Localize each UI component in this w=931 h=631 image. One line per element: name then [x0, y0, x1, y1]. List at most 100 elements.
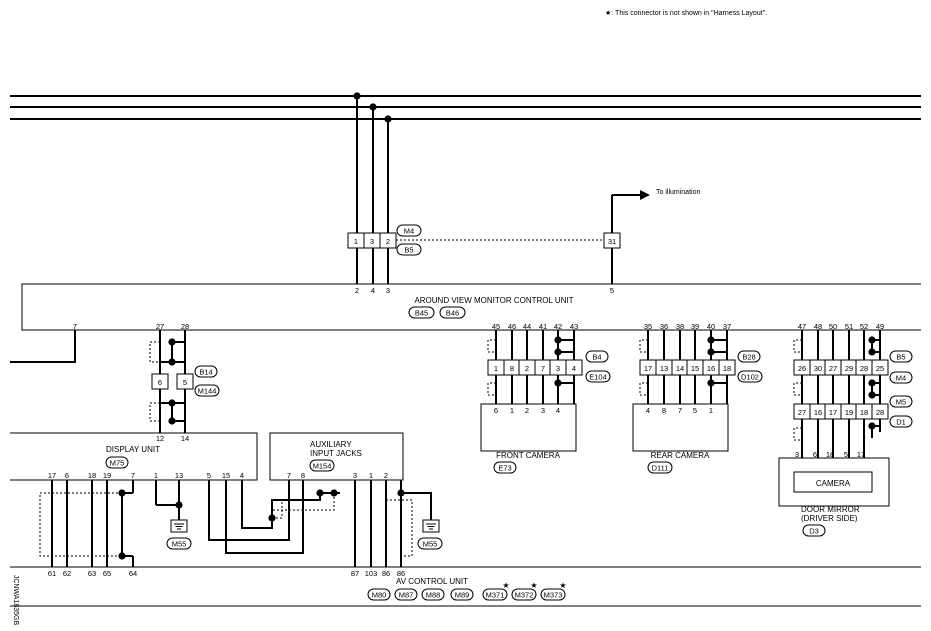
connector-E104: E104 [585, 370, 611, 383]
connector-B28-label: B28 [742, 352, 755, 361]
connector-M371-label: M371 [486, 590, 505, 599]
mirror-camera-label: CAMERA [816, 479, 851, 488]
pin-number: 28 [860, 364, 868, 373]
pin-number: 5 [183, 378, 187, 387]
rear-camera-box [632, 403, 729, 452]
aux-unit-box [269, 432, 404, 481]
aux-unit-name: AUXILIARY [310, 440, 352, 449]
connector-M88-outline [421, 588, 445, 601]
star-mark: ★ [502, 581, 509, 590]
connector-D3: D3 [802, 524, 826, 537]
pin-number: 6 [494, 406, 498, 415]
joint-pin-number: 31 [608, 237, 616, 246]
connector-M89: M89 [450, 588, 474, 601]
shield-wire [149, 402, 160, 422]
shield-wire [39, 492, 122, 557]
splice-dot [554, 336, 562, 344]
pin-number: 43 [570, 322, 578, 331]
connector-B46: B46 [439, 306, 466, 319]
pin-number: 45 [492, 322, 500, 331]
pin-number: 1 [494, 364, 498, 373]
connector-B28: B28 [737, 350, 761, 363]
pin-number: 18 [826, 450, 834, 459]
joint-pin-number: 3 [370, 237, 374, 246]
pin-number: 103 [365, 569, 378, 578]
pin-number: 52 [860, 322, 868, 331]
connector-M4-mirror: M4 [889, 371, 913, 384]
connector-M4-mirror-outline [889, 371, 913, 384]
wire [401, 492, 432, 520]
pin-number: 6 [65, 471, 69, 480]
connector-M373: M373 [540, 588, 566, 601]
connector-M372-outline [511, 588, 537, 601]
connector-B4: B4 [585, 350, 609, 363]
pin-number: 6 [813, 450, 817, 459]
mirror-camera-box [793, 471, 873, 493]
pin-number: 3 [795, 450, 799, 459]
pin-number: 19 [103, 471, 111, 480]
pin-number: 27 [156, 322, 164, 331]
connector-D3-outline [802, 524, 826, 537]
connector-E73-label: E73 [498, 463, 511, 472]
connector-M80: M80 [367, 588, 391, 601]
avm-unit-name: AROUND VIEW MONITOR CONTROL UNIT [414, 296, 573, 305]
diagram-code: JCNWA1835GB [12, 575, 19, 626]
connector-B45-outline [408, 306, 435, 319]
pin-number: 17 [644, 364, 652, 373]
connector-B5: B5 [396, 243, 422, 256]
connector-M80-label: M80 [372, 590, 387, 599]
pin-number: 3 [541, 406, 545, 415]
wire [225, 480, 304, 554]
pin-number: 15 [691, 364, 699, 373]
pin-number: 5 [693, 406, 697, 415]
pin-number: 27 [798, 408, 806, 417]
pin-number: 63 [88, 569, 96, 578]
pin-number: 1 [154, 471, 158, 480]
pin-number: 8 [662, 406, 666, 415]
pin-number: 16 [707, 364, 715, 373]
connector-B5-mirror-outline [889, 350, 913, 363]
pin-number: 62 [63, 569, 71, 578]
connector-D111: D111 [647, 461, 673, 474]
pin-number: 16 [814, 408, 822, 417]
pin-number: 61 [48, 569, 56, 578]
pin-number: 1 [510, 406, 514, 415]
connector-M88: M88 [421, 588, 445, 601]
connector-E104-label: E104 [589, 372, 607, 381]
pin-number: 7 [131, 471, 135, 480]
avm-unit-box [21, 283, 921, 331]
pin-number: 39 [691, 322, 699, 331]
connector-M372-label: M372 [515, 590, 534, 599]
door-mirror-name: DOOR MIRROR [801, 505, 860, 514]
pin-number: 86 [397, 569, 405, 578]
shield-wire [149, 341, 160, 363]
pin-number: 30 [814, 364, 822, 373]
connector-D1: D1 [889, 415, 913, 428]
connector-D102: D102 [737, 370, 763, 383]
pin-number: 18 [88, 471, 96, 480]
joint-pin-number: 2 [386, 237, 390, 246]
connector-M55-left: M55 [166, 537, 192, 550]
connector-M144-label: M144 [198, 386, 217, 395]
pin-number: 5 [207, 471, 211, 480]
shield-wire [793, 382, 802, 396]
pin-number: 27 [829, 364, 837, 373]
connector-M373-label: M373 [544, 590, 563, 599]
connector-M154-outline [309, 459, 335, 472]
connector-M4-mirror-label: M4 [896, 373, 906, 382]
connector-M55-left-label: M55 [172, 539, 187, 548]
pin-number: 49 [876, 322, 884, 331]
arrow-icon [640, 190, 650, 200]
connector-M55-right-label: M55 [423, 539, 438, 548]
pin-number: 46 [508, 322, 516, 331]
pin-number: 44 [523, 322, 531, 331]
pin-number: 47 [798, 322, 806, 331]
connector-D102-outline [737, 370, 763, 383]
connector-M87-label: M87 [399, 590, 414, 599]
connector-M89-outline [450, 588, 474, 601]
connector-M75: M75 [105, 456, 129, 469]
pin-number: 41 [539, 322, 547, 331]
front-camera-box [480, 403, 577, 452]
connector-M154-label: M154 [313, 461, 332, 470]
